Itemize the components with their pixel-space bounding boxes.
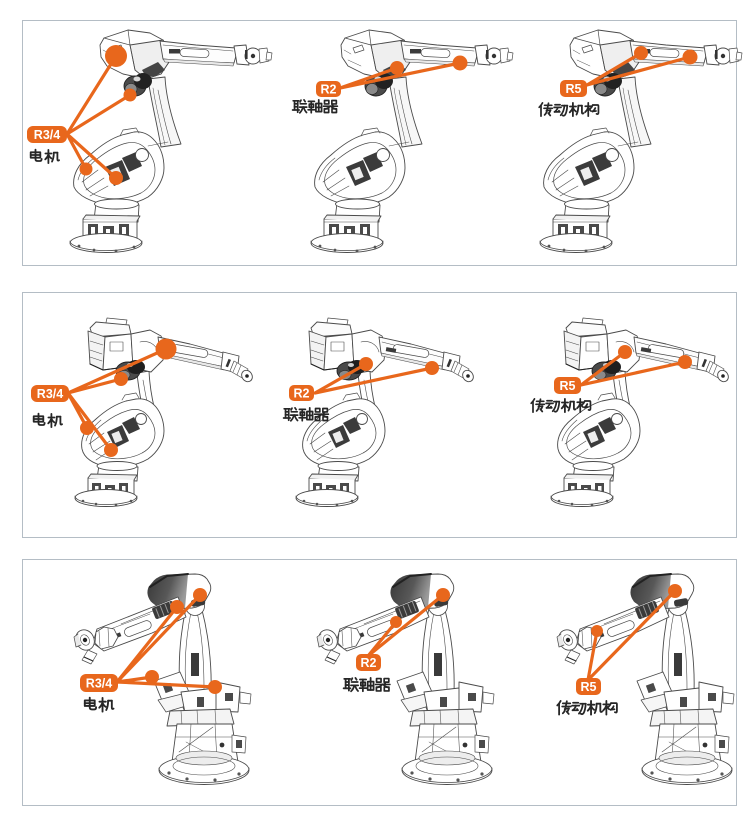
svg-text:R5: R5 (566, 82, 582, 96)
svg-text:R3/4: R3/4 (37, 387, 63, 401)
svg-text:R5: R5 (581, 680, 597, 694)
svg-text:R3/4: R3/4 (34, 128, 60, 142)
svg-text:R2: R2 (361, 656, 377, 670)
svg-text:R5: R5 (560, 379, 576, 393)
svg-text:R3/4: R3/4 (86, 677, 112, 691)
svg-text:R2: R2 (294, 387, 310, 401)
svg-text:R2: R2 (321, 83, 337, 97)
